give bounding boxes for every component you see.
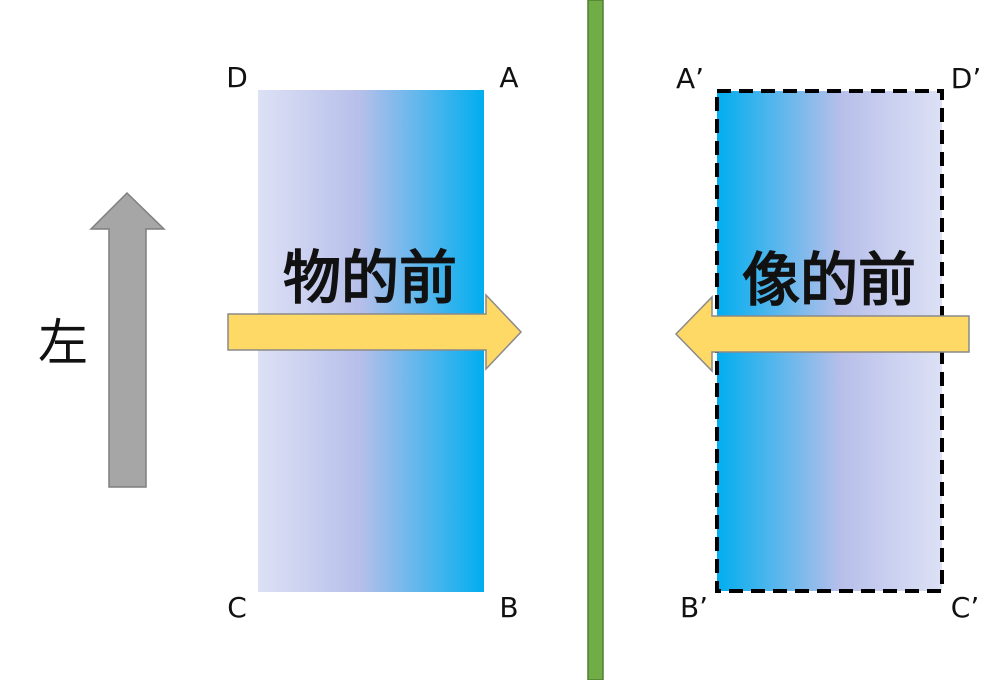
mirror-line: [587, 0, 604, 680]
side-label: 左: [38, 314, 88, 372]
left-arrow-icon: [674, 295, 970, 373]
image-corner-bottom-left: B’: [680, 591, 708, 624]
object-corner-top-right: A: [499, 61, 518, 94]
image-corner-top-right: D’: [951, 62, 981, 95]
object-corner-top-left: D: [226, 61, 248, 94]
object-front-label: 物的前: [283, 244, 457, 312]
image-corner-bottom-right: C’: [951, 591, 979, 624]
right-arrow-icon: [227, 293, 523, 371]
image-front-label: 像的前: [742, 246, 916, 314]
image-corner-top-left: A’: [676, 62, 704, 95]
object-corner-bottom-right: B: [499, 591, 518, 624]
up-arrow-icon: [89, 191, 166, 488]
object-corner-bottom-left: C: [227, 591, 247, 624]
